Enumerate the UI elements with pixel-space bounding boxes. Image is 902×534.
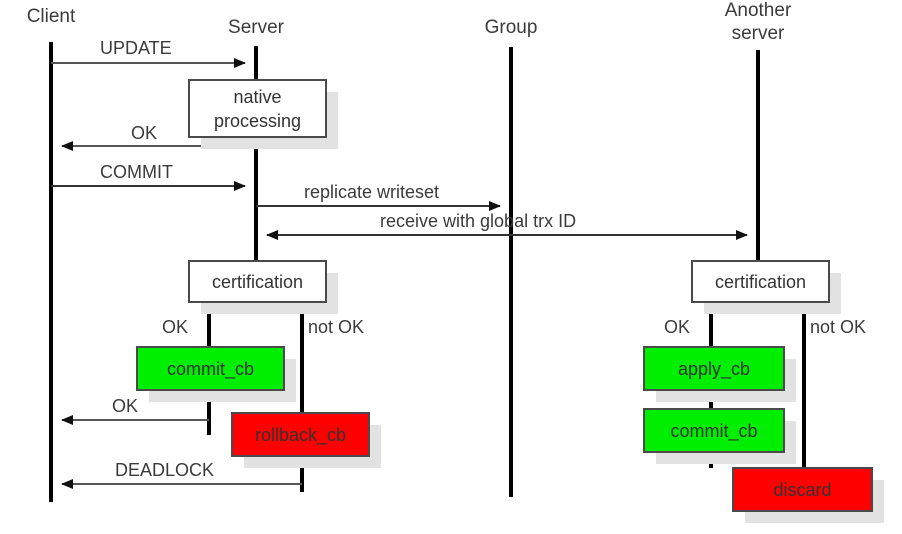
lifeline-label-client: Client: [27, 6, 76, 27]
message-label-receive-with-global-trx-id: receive with global trx ID: [380, 211, 576, 231]
box-native-processing-label-line2: processing: [214, 111, 301, 131]
box-server-commit-cb[interactable]: commit_cb: [136, 346, 296, 402]
branch-label-another-not-ok: not OK: [810, 317, 866, 337]
box-server-certification[interactable]: certification: [188, 260, 338, 314]
message-replicate-writeset: replicate writeset: [256, 182, 501, 211]
branch-label-server-not-ok: not OK: [308, 317, 364, 337]
message-ok-commit: OK: [61, 396, 209, 425]
message-label-ok-commit: OK: [112, 396, 138, 416]
box-another-commit-cb[interactable]: commit_cb: [643, 408, 796, 464]
box-another-discard[interactable]: discard: [732, 467, 884, 523]
lifeline-label-another-server-line2: server: [732, 23, 785, 44]
box-another-apply-cb[interactable]: apply_cb: [643, 346, 796, 402]
box-native-processing[interactable]: native processing: [188, 79, 338, 149]
box-another-commit-cb-label: commit_cb: [670, 421, 757, 442]
message-label-update: UPDATE: [100, 38, 172, 58]
box-native-processing-label-line1: native: [233, 87, 281, 107]
message-label-commit: COMMIT: [100, 162, 173, 182]
message-label-deadlock: DEADLOCK: [115, 460, 214, 480]
box-server-certification-label: certification: [212, 272, 303, 292]
lifeline-label-group: Group: [485, 17, 538, 38]
message-receive-with-global-trx-id: receive with global trx ID: [266, 211, 748, 240]
box-another-certification[interactable]: certification: [691, 260, 841, 314]
box-server-rollback-cb[interactable]: rollback_cb: [231, 412, 381, 468]
box-another-certification-label: certification: [715, 272, 806, 292]
message-deadlock: DEADLOCK: [61, 460, 302, 489]
lifeline-label-server: Server: [228, 17, 285, 38]
message-commit: COMMIT: [51, 162, 246, 191]
box-server-rollback-cb-label: rollback_cb: [255, 425, 346, 446]
box-another-discard-label: discard: [773, 480, 831, 500]
box-server-commit-cb-label: commit_cb: [167, 359, 254, 380]
box-another-apply-cb-label: apply_cb: [678, 359, 750, 380]
branch-label-another-ok: OK: [664, 317, 690, 337]
message-label-ok-native: OK: [131, 123, 157, 143]
message-label-replicate-writeset: replicate writeset: [304, 182, 439, 202]
lifeline-label-another-server-line1: Another: [725, 0, 792, 21]
message-update: UPDATE: [51, 38, 246, 68]
branch-label-server-ok: OK: [162, 317, 188, 337]
